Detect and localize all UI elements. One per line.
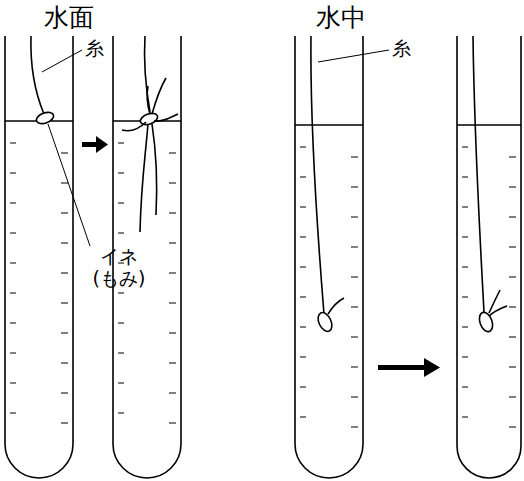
arrow	[82, 136, 108, 153]
leader-line	[42, 50, 82, 72]
thread	[31, 36, 44, 114]
thread	[311, 36, 324, 314]
rice-seed	[315, 310, 334, 333]
shoot	[328, 298, 344, 314]
heading: 水中	[316, 4, 366, 33]
root	[122, 114, 178, 232]
heading: 水面	[44, 4, 94, 33]
thread	[473, 36, 484, 312]
water-marks	[10, 143, 516, 427]
rice-seed	[35, 110, 55, 126]
leader-line	[318, 50, 389, 62]
test-tube	[295, 36, 363, 478]
water-surface	[457, 124, 521, 126]
rice-seed	[139, 111, 159, 127]
test-tube	[5, 36, 73, 478]
test-tube	[457, 36, 521, 478]
part-label: 糸	[85, 38, 104, 60]
arrow	[378, 358, 440, 377]
water-surface	[295, 124, 363, 126]
part-label: イネ (もみ)	[84, 246, 154, 290]
part-label: 糸	[392, 38, 411, 60]
sprout	[489, 290, 507, 316]
shoot	[147, 78, 166, 114]
